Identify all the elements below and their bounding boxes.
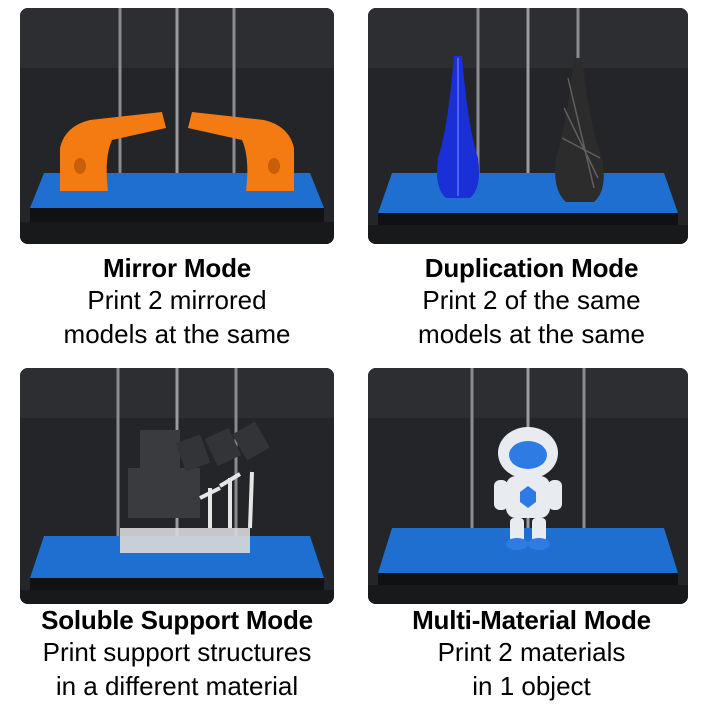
mirror-mode-title: Mirror Mode xyxy=(102,253,252,283)
soluble-support-mode-photo xyxy=(20,368,334,604)
multi-material-mode-line-1: Print 2 materials xyxy=(437,637,626,667)
multi-material-mode-photo xyxy=(368,368,688,604)
mirror-mode-line-1: Print 2 mirrored xyxy=(87,285,267,315)
multi-material-mode-line-2: in 1 object xyxy=(472,671,591,701)
mirror-mode-photo xyxy=(20,8,334,244)
duplication-mode-photo xyxy=(368,8,688,244)
soluble-support-mode-line-2: in a different material xyxy=(55,671,299,701)
duplication-mode-line-2: models at the same xyxy=(418,319,645,349)
multi-material-mode-title: Multi-Material Mode xyxy=(412,605,651,635)
mirror-mode-line-2: models at the same xyxy=(63,319,291,349)
panel-soluble-support-mode: Soluble Support Mode Print support struc… xyxy=(0,360,354,709)
panel-duplication-mode: Duplication Mode Print 2 of the same mod… xyxy=(354,0,709,360)
panel-mirror-mode: Mirror Mode Print 2 mirrored models at t… xyxy=(0,0,354,360)
soluble-support-mode-title: Soluble Support Mode xyxy=(41,605,313,635)
duplication-mode-line-1: Print 2 of the same xyxy=(422,285,641,315)
duplication-mode-title: Duplication Mode xyxy=(424,253,639,283)
soluble-support-mode-line-1: Print support structures xyxy=(42,637,312,667)
panel-multi-material-mode: Multi-Material Mode Print 2 materials in… xyxy=(354,360,709,709)
